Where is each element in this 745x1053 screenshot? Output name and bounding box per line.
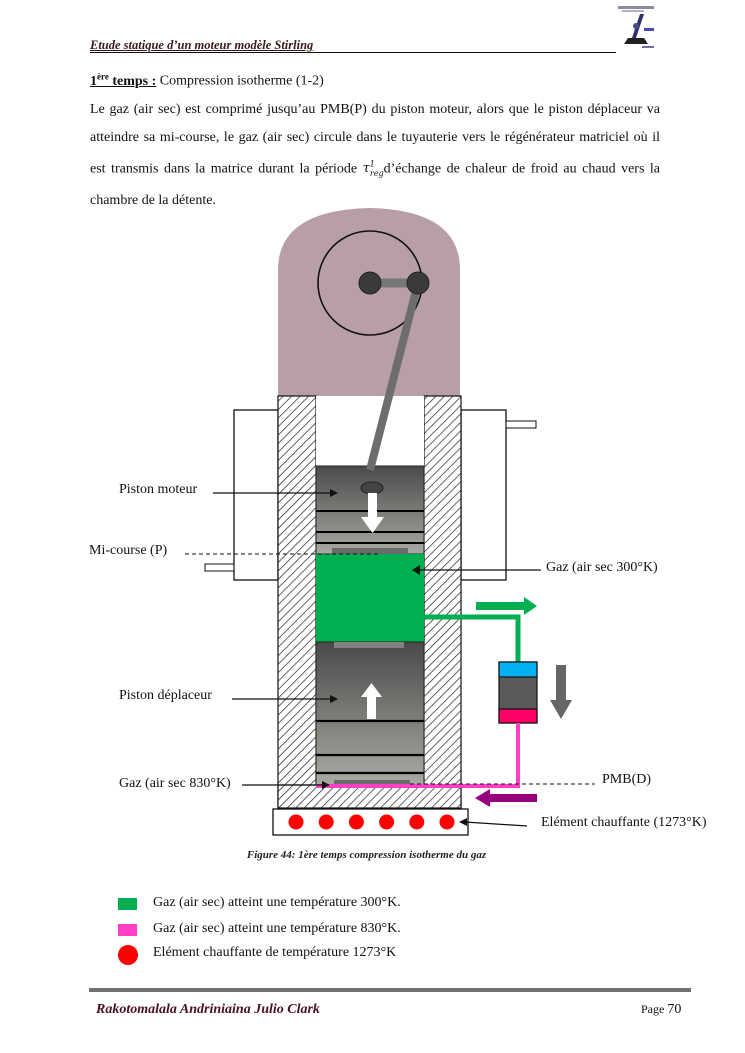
piston-pin [360,481,384,495]
heater-dot [379,814,395,830]
cylinder-wall-right [423,395,462,809]
green-flow-arrow-icon [476,597,537,615]
purple-return-arrow-icon [475,789,537,807]
regenerator-hot-cap [498,708,538,724]
cylinder-wall-left [277,395,317,809]
header-title: Etude statique d’un moteur modèle Stirli… [90,38,314,52]
down-arrow-icon [361,493,384,533]
cylinder-bottom [277,784,462,809]
stirling-figure [185,208,595,836]
section-heading: 1ère temps : Compression isotherme (1-2) [90,71,324,90]
footer-author: Rakotomalala Andriniaina Julio Clark [96,1002,320,1017]
heater-dot [348,814,364,830]
label-pmb-d: PMB(D) [602,772,652,787]
stirling-engine-logo-icon [618,6,654,48]
left-jacket [233,409,279,581]
connecting-rod [366,282,422,471]
crank-pin-center [358,271,382,295]
section-lead: 1ère temps : [90,71,157,89]
page-number: Page 70 [641,1002,682,1017]
heater-box [272,808,469,836]
tau-reg-symbol: τ1reg [362,160,384,178]
cold-gas-region [316,554,424,642]
hot-gas-pipe [316,723,520,788]
heater-dot [318,814,334,830]
right-jacket [460,409,507,581]
crank-pin-outer [406,271,430,295]
pink-swatch-icon [118,924,137,936]
gray-down-arrow-icon [550,665,572,719]
label-element-chauffante: Elément chauffante (1273°K) [541,815,707,830]
heater-dots [288,814,455,830]
label-piston-moteur: Piston moteur [119,482,198,497]
crankcase [278,208,460,396]
regenerator-cold-cap [498,661,538,678]
body-paragraph: Le gaz (air sec) est comprimé jusqu’au P… [90,102,660,209]
heater-dot [409,814,425,830]
heater-dot [439,814,455,830]
section-title: Compression isotherme (1-2) [156,73,324,89]
footer-rule [89,988,691,992]
left-stub [204,563,235,572]
red-dot-icon [118,945,138,965]
green-swatch-icon [118,898,137,910]
figure-caption: Figure 44: 1ère temps compression isothe… [246,849,487,861]
right-stub [505,420,537,429]
cold-gas-pipe [424,614,521,663]
label-mi-course: Mi-course (P) [89,543,168,558]
header-rule [90,52,616,53]
label-piston-deplaceur: Piston déplaceur [119,688,212,703]
heater-dot [288,814,304,830]
up-arrow-icon [361,683,382,719]
label-gaz-300: Gaz (air sec 300°K) [546,560,658,575]
label-gaz-830: Gaz (air sec 830°K) [119,776,231,791]
